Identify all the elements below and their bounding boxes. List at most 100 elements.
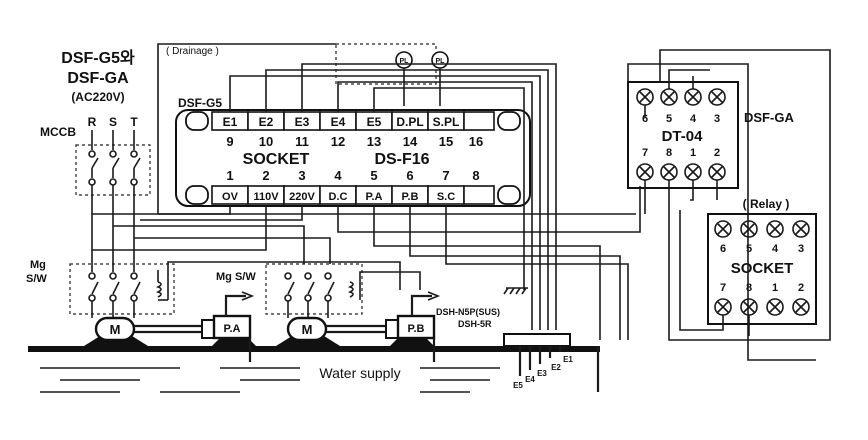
- pump-a-label: P.A: [224, 323, 241, 335]
- electrode-e3-label: E3: [537, 369, 547, 378]
- relay-socket-pin-5: 5: [746, 243, 752, 255]
- mgsw1-contacts: [88, 270, 168, 318]
- electrode-holder: [503, 333, 571, 347]
- voltage-label: (AC220V): [71, 90, 124, 104]
- pin-14: 14: [403, 134, 418, 149]
- terminal-e1: E1: [223, 115, 238, 129]
- pin-9: 9: [226, 134, 233, 149]
- pin-5: 5: [370, 168, 377, 183]
- socket-main-bottom-terminals: [211, 185, 495, 205]
- model-title-line2: DSF-GA: [67, 70, 129, 87]
- motor-2-label: M: [302, 322, 313, 337]
- pin-1: 1: [226, 168, 233, 183]
- terminal-ov: OV: [222, 191, 239, 203]
- terminal-spl: S.PL: [433, 115, 460, 129]
- electrode-e4-label: E4: [525, 375, 535, 384]
- socket-main-mount-tl: [185, 111, 209, 131]
- pin-12: 12: [331, 134, 345, 149]
- electrode-e5-label: E5: [513, 381, 523, 390]
- socket-main-body: [175, 109, 531, 207]
- mgsw-label-2: S/W: [26, 273, 47, 285]
- drainage-label: ( Drainage ): [166, 46, 219, 57]
- pin-3: 3: [298, 168, 305, 183]
- terminal-e3: E3: [295, 115, 310, 129]
- mgsw-label-inline: Mg S/W: [216, 271, 256, 283]
- mccb-breakers: [88, 130, 141, 272]
- relay-socket-pin-7: 7: [720, 282, 726, 294]
- ground-symbol-icon: [503, 287, 528, 295]
- pin-7: 7: [442, 168, 449, 183]
- relay-top-model: DT-04: [662, 128, 704, 145]
- mgsw1-box: [69, 263, 175, 315]
- relay-top-pin-3: 3: [714, 113, 720, 125]
- mgsw-label-1: Mg: [30, 259, 46, 271]
- pin-6: 6: [406, 168, 413, 183]
- terminal-pa: P.A: [366, 191, 383, 203]
- electrode-rods: [518, 346, 562, 376]
- socket-main-mount-tr: [497, 111, 521, 131]
- relay-socket-pin-1: 1: [772, 282, 778, 294]
- phase-s: S: [109, 115, 117, 129]
- relay-top-screws: [636, 88, 726, 181]
- motor-2: M: [276, 316, 340, 346]
- relay-socket-screws: [714, 220, 810, 316]
- relay-top-pin-2: 2: [714, 147, 720, 159]
- pin-2: 2: [262, 168, 269, 183]
- floor-slab: [28, 346, 600, 352]
- pl-lamp-s-label: PL: [436, 58, 446, 65]
- motor-1: M: [84, 316, 148, 346]
- socket-main-title: SOCKET: [243, 151, 310, 168]
- pin-11: 11: [295, 134, 309, 149]
- model-title-line1: DSF-G5와: [61, 49, 135, 67]
- relay-socket-title: SOCKET: [731, 260, 794, 277]
- pump-b: P.B: [385, 291, 441, 362]
- socket-main-mount-br: [497, 185, 521, 205]
- phase-t: T: [130, 115, 138, 129]
- terminal-pb: P.B: [402, 191, 419, 203]
- terminal-e4: E4: [331, 115, 346, 129]
- terminal-sc: S.C: [437, 191, 455, 203]
- socket-main-top-terminals: [211, 111, 495, 131]
- motor-1-label: M: [110, 322, 121, 337]
- sensor-model-1: DSH-N5P(SUS): [436, 307, 500, 317]
- pl-lamp-d-label: PL: [400, 58, 410, 65]
- wiring-lines: [92, 43, 831, 361]
- relay-socket-pin-4: 4: [772, 243, 779, 255]
- relay-socket-pin-2: 2: [798, 282, 804, 294]
- pin-16: 16: [469, 134, 483, 149]
- terminal-e2: E2: [259, 115, 274, 129]
- terminal-dc: D.C: [329, 191, 348, 203]
- pin-10: 10: [259, 134, 273, 149]
- relay-socket-tag: ( Relay ): [743, 197, 790, 211]
- shaft-2: [326, 324, 386, 334]
- relay-top-pin-7: 7: [642, 147, 648, 159]
- electrode-e1-label: E1: [563, 355, 573, 364]
- relay-socket-pin-8: 8: [746, 282, 752, 294]
- relay-top-pin-8: 8: [666, 147, 672, 159]
- socket-main-tag: DSF-G5: [178, 96, 222, 110]
- relay-socket-pin-3: 3: [798, 243, 804, 255]
- sensor-model-2: DSH-5R: [458, 319, 492, 329]
- terminal-e5: E5: [367, 115, 382, 129]
- terminal-dpl: D.PL: [396, 115, 423, 129]
- relay-top-pin-5: 5: [666, 113, 672, 125]
- mccb-label: MCCB: [40, 125, 76, 139]
- pin-13: 13: [367, 134, 381, 149]
- socket-main-model: DS-F16: [374, 151, 429, 168]
- relay-top-tag: DSF-GA: [744, 110, 794, 125]
- pin-15: 15: [439, 134, 453, 149]
- terminal-110v: 110V: [253, 191, 279, 203]
- relay-top-pin-1: 1: [690, 147, 696, 159]
- relay-socket-pin-6: 6: [720, 243, 726, 255]
- water-lines: [40, 367, 500, 393]
- terminal-220v: 220V: [289, 191, 315, 203]
- water-supply-label: Water supply: [319, 365, 400, 381]
- pump-b-label: P.B: [408, 323, 425, 335]
- relay-top-pin-4: 4: [690, 113, 697, 125]
- relay-top-pin-6: 6: [642, 113, 648, 125]
- electrode-e2-label: E2: [551, 363, 561, 372]
- phase-r: R: [88, 115, 97, 129]
- socket-main-mount-bl: [185, 185, 209, 205]
- mgsw2-contacts: [284, 272, 354, 318]
